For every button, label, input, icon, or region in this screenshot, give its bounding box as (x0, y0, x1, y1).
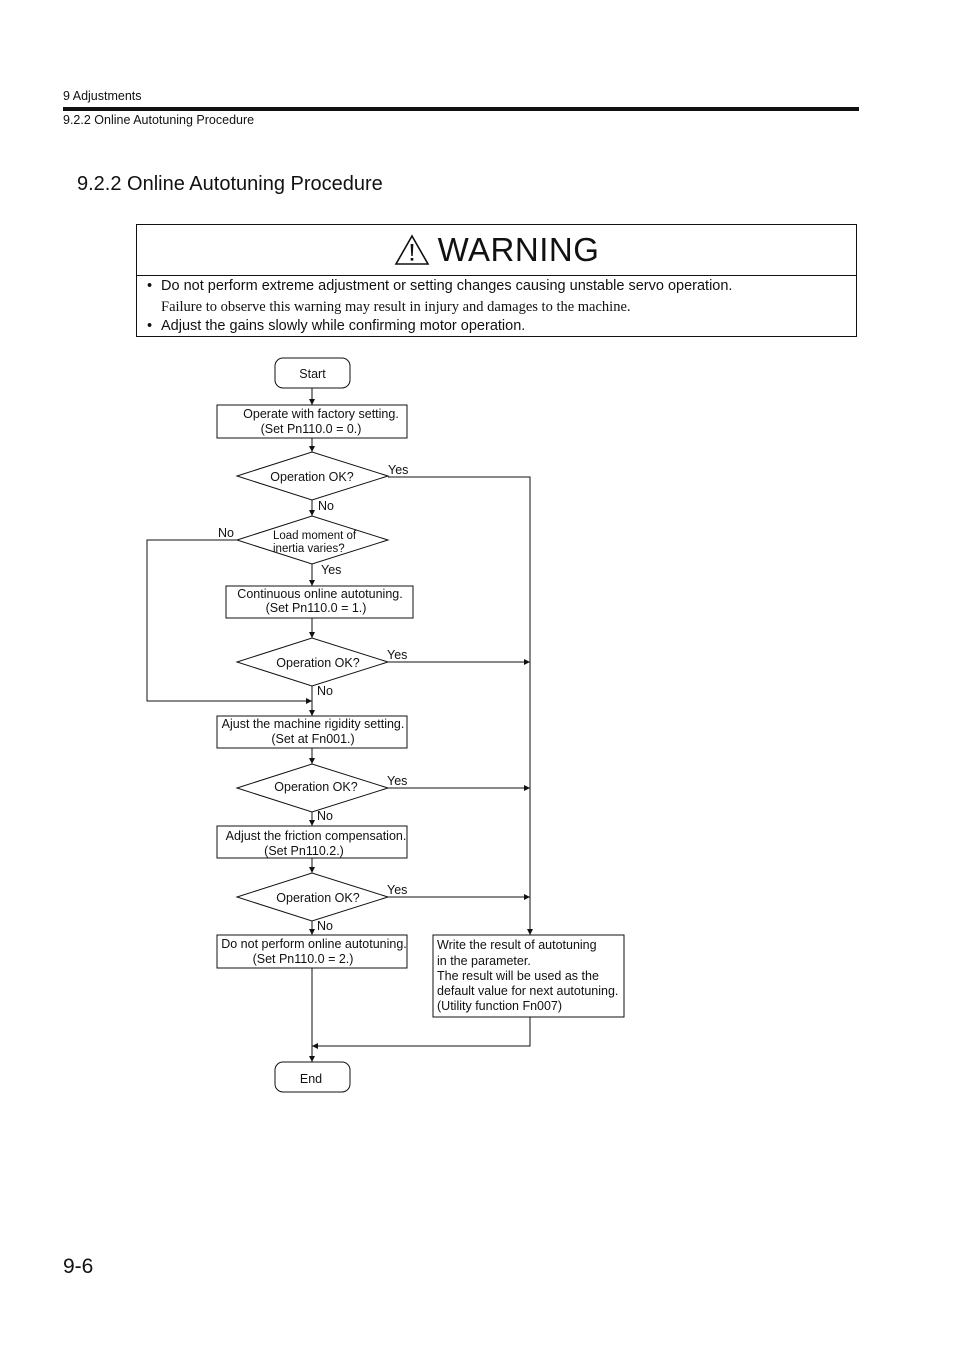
decision-2-label: Operation OK? (276, 656, 359, 670)
decision-operation-ok-2 (235, 637, 390, 687)
bullet: • (147, 318, 153, 334)
warning-item-1-note: Failure to observe this warning may resu… (161, 299, 631, 315)
running-header-section: 9.2.2 Online Autotuning Procedure (63, 113, 255, 127)
warning-triangle-icon (394, 234, 429, 265)
decision-4-label: Operation OK? (276, 891, 359, 905)
write-result-line5: (Utility function Fn007) (437, 999, 562, 1013)
edge-label-no: No (317, 809, 333, 823)
inertia-label-line2: inertia varies? (273, 543, 345, 555)
decision-3-label: Operation OK? (274, 780, 357, 794)
edge-label-yes: Yes (321, 563, 341, 577)
page-number: 9-6 (63, 1255, 94, 1278)
edge-label-no: No (317, 684, 333, 698)
warning-title: WARNING (437, 231, 600, 268)
friction-label: Adjust the friction compensation. (226, 829, 407, 843)
write-result-line1: Write the result of autotuning (437, 938, 597, 952)
warning-box: WARNING • Do not perform extreme adjustme… (136, 224, 857, 337)
end-terminal (274, 1061, 351, 1093)
warning-item-1: • Do not perform extreme adjustment or se… (147, 278, 732, 294)
edge-label-yes: Yes (387, 774, 407, 788)
decision-inertia-varies (235, 515, 390, 565)
bullet: • (147, 278, 153, 294)
decision-operation-ok-1 (235, 451, 390, 501)
decision-operation-ok-4 (235, 872, 390, 922)
warning-header: WARNING (137, 225, 856, 276)
end-label: End (300, 1072, 322, 1086)
warning-item-2-text: Adjust the gains slowly while confirming… (161, 318, 526, 334)
flowchart-connectors (146, 388, 533, 1062)
friction-param: (Set Pn110.2.) (264, 844, 344, 858)
process-rigidity-setting (216, 715, 408, 749)
no-autotuning-param: (Set Pn110.0 = 2.) (253, 952, 354, 966)
flowchart-shapes (216, 357, 625, 1093)
rigidity-setting-param: (Set at Fn001.) (271, 732, 354, 746)
header-rule (63, 107, 859, 111)
edge-label-yes: Yes (387, 883, 407, 897)
edge-label-yes: Yes (387, 648, 407, 662)
edge-label-no: No (318, 499, 334, 513)
decision-1-label: Operation OK? (270, 470, 353, 484)
process-continuous-autotuning (225, 585, 414, 619)
section-title: 9.2.2 Online Autotuning Procedure (77, 173, 383, 195)
start-terminal (274, 357, 351, 389)
process-friction-compensation (216, 825, 408, 859)
flowchart-edge-labels: Yes No No Yes Yes No Yes No Yes No (218, 463, 408, 933)
process-no-autotuning (216, 934, 408, 969)
edge-label-yes: Yes (388, 463, 408, 477)
flowchart-node-text: Start Operate with factory setting. (Set… (221, 367, 618, 1086)
no-autotuning-label: Do not perform online autotuning. (221, 937, 407, 951)
continuous-autotuning-label: Continuous online autotuning. (237, 587, 402, 601)
warning-item-1-text: Do not perform extreme adjustment or set… (161, 278, 733, 294)
factory-setting-label: Operate with factory setting. (243, 407, 399, 421)
inertia-label-line1: Load moment of (273, 530, 357, 542)
process-factory-setting (216, 404, 408, 439)
factory-setting-param: (Set Pn110.0 = 0.) (261, 422, 362, 436)
edge-label-no: No (317, 919, 333, 933)
process-write-result (432, 934, 625, 1018)
edge-label-no: No (218, 526, 234, 540)
continuous-autotuning-param: (Set Pn110.0 = 1.) (266, 601, 367, 615)
decision-operation-ok-3 (235, 763, 390, 813)
write-result-line4: default value for next autotuning. (437, 984, 618, 998)
start-label: Start (299, 367, 326, 381)
write-result-line3: The result will be used as the (437, 969, 599, 983)
warning-item-2: • Adjust the gains slowly while confirmin… (147, 318, 525, 334)
running-header-chapter: 9 Adjustments (63, 89, 142, 103)
write-result-line2: in the parameter. (437, 954, 531, 968)
rigidity-setting-label: Ajust the machine rigidity setting. (222, 717, 405, 731)
